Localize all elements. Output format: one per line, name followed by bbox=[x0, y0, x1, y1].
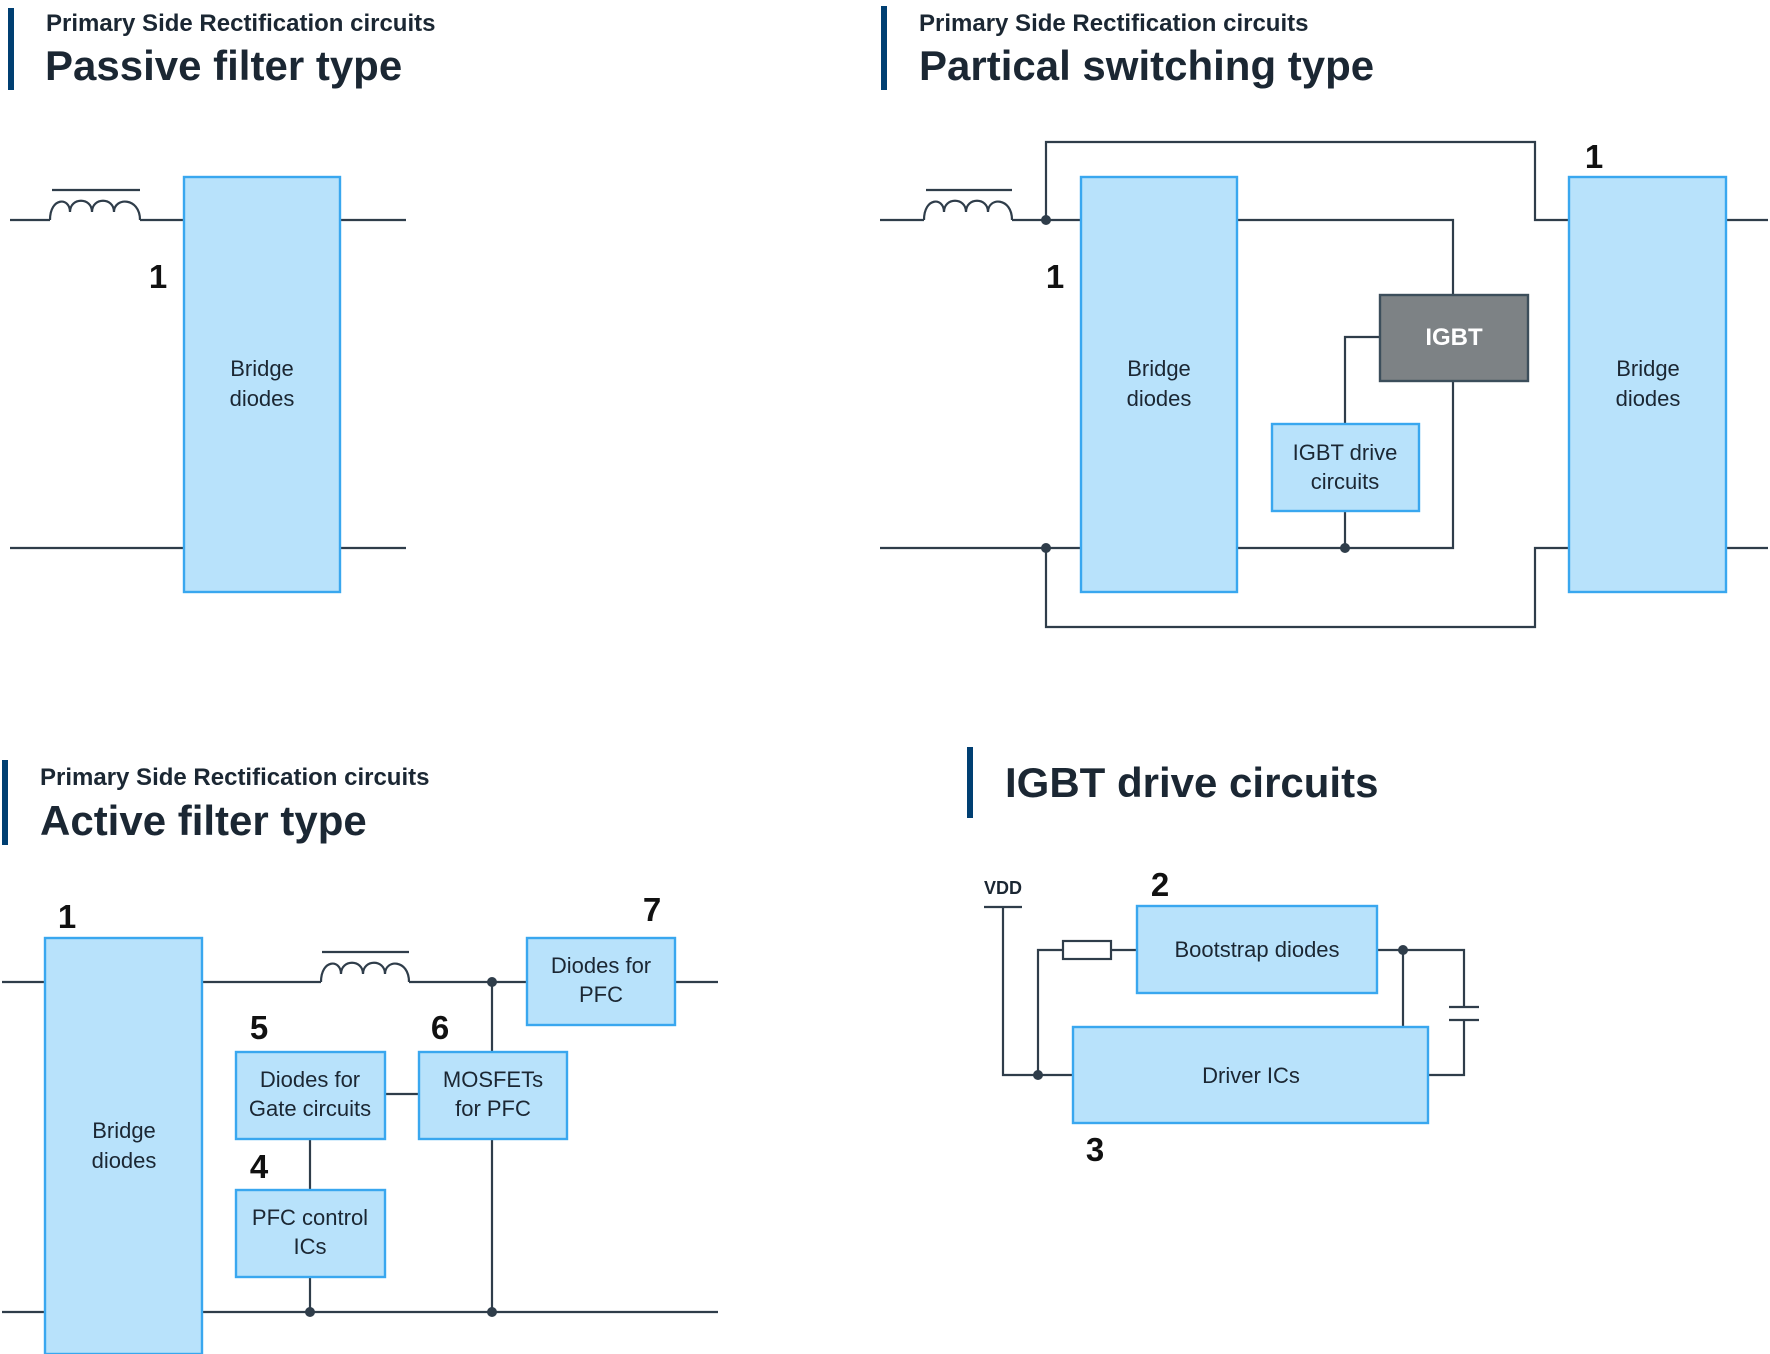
vdd-label: VDD bbox=[984, 878, 1022, 898]
panel-igbt-drive-circuits: IGBT drive circuits VDD Bootstrap diodes… bbox=[967, 747, 1479, 1168]
bridge-diodes-box bbox=[43, 936, 204, 1354]
accent-bar bbox=[2, 760, 8, 845]
panel-title: IGBT drive circuits bbox=[1005, 759, 1378, 806]
mosfets-label-line1: MOSFETs bbox=[443, 1067, 543, 1092]
callout-number-6: 6 bbox=[431, 1009, 449, 1046]
bootstrap-diodes-box bbox=[1135, 904, 1379, 995]
bootstrap-diodes-label: Bootstrap diodes bbox=[1174, 937, 1339, 962]
panel-active-filter: Primary Side Rectification circuits Acti… bbox=[2, 760, 718, 1354]
bridge-diodes-left-label-line2: diodes bbox=[1127, 386, 1192, 411]
panel-partial-switching: Primary Side Rectification circuits Part… bbox=[880, 6, 1768, 629]
callout-number-3: 3 bbox=[1086, 1131, 1104, 1168]
pfc-control-ics-label-line2: ICs bbox=[294, 1234, 327, 1259]
mosfets-for-pfc-box bbox=[417, 1050, 569, 1141]
panel-title: Active filter type bbox=[40, 797, 367, 844]
callout-number-2: 2 bbox=[1151, 866, 1169, 903]
callout-number-1: 1 bbox=[149, 258, 167, 295]
wires bbox=[880, 140, 1768, 629]
wires bbox=[984, 905, 1479, 1077]
diodes-for-pfc-box bbox=[525, 936, 677, 1027]
driver-ics-label: Driver ICs bbox=[1202, 1063, 1300, 1088]
bridge-diodes-right-label-line2: diodes bbox=[1616, 386, 1681, 411]
bridge-diodes-left-box bbox=[1079, 175, 1239, 594]
callout-number-5: 5 bbox=[250, 1009, 268, 1046]
bridge-diodes-left-label-line1: Bridge bbox=[1127, 356, 1191, 381]
diodes-for-gate-circuits-box bbox=[234, 1050, 387, 1141]
panel-subtitle: Primary Side Rectification circuits bbox=[919, 10, 1308, 37]
igbt-drive-circuits-box bbox=[1270, 422, 1421, 513]
bridge-diodes-label-line2: diodes bbox=[230, 386, 295, 411]
driver-ics-box bbox=[1071, 1025, 1430, 1125]
bridge-diodes-right-box bbox=[1567, 175, 1728, 594]
callout-number-7: 7 bbox=[643, 891, 661, 928]
panel-title: Partical switching type bbox=[919, 42, 1374, 89]
resistor-icon bbox=[1061, 939, 1113, 961]
bridge-diodes-label-line1: Bridge bbox=[92, 1118, 156, 1143]
diodes-for-pfc-label-line1: Diodes for bbox=[551, 953, 651, 978]
bridge-diodes-label-line2: diodes bbox=[92, 1148, 157, 1173]
diodes-for-pfc-label-line2: PFC bbox=[579, 982, 623, 1007]
wires bbox=[2, 950, 718, 1314]
panel-passive-filter: Primary Side Rectification circuits Pass… bbox=[8, 8, 435, 594]
igbt-label: IGBT bbox=[1425, 324, 1483, 351]
diodes-for-gate-label-line1: Diodes for bbox=[260, 1067, 360, 1092]
panel-subtitle: Primary Side Rectification circuits bbox=[40, 764, 429, 791]
callout-number-1: 1 bbox=[58, 898, 76, 935]
accent-bar bbox=[881, 6, 887, 90]
accent-bar bbox=[967, 747, 973, 818]
callout-number-1-right: 1 bbox=[1585, 138, 1603, 175]
accent-bar bbox=[8, 8, 14, 90]
igbt-box bbox=[1378, 293, 1530, 383]
igbt-drive-label-line2: circuits bbox=[1311, 469, 1379, 494]
wires bbox=[10, 188, 406, 550]
panel-subtitle: Primary Side Rectification circuits bbox=[46, 10, 435, 37]
callout-number-4: 4 bbox=[250, 1148, 269, 1185]
pfc-control-ics-box bbox=[234, 1188, 387, 1279]
igbt-drive-label-line1: IGBT drive bbox=[1293, 440, 1398, 465]
callout-number-1-left: 1 bbox=[1046, 258, 1064, 295]
bridge-diodes-right-label-line1: Bridge bbox=[1616, 356, 1680, 381]
diodes-for-gate-label-line2: Gate circuits bbox=[249, 1096, 371, 1121]
panel-title: Passive filter type bbox=[45, 42, 402, 89]
mosfets-label-line2: for PFC bbox=[455, 1096, 531, 1121]
pfc-control-ics-label-line1: PFC control bbox=[252, 1205, 368, 1230]
bridge-diodes-box bbox=[182, 175, 342, 594]
bridge-diodes-label-line1: Bridge bbox=[230, 356, 294, 381]
